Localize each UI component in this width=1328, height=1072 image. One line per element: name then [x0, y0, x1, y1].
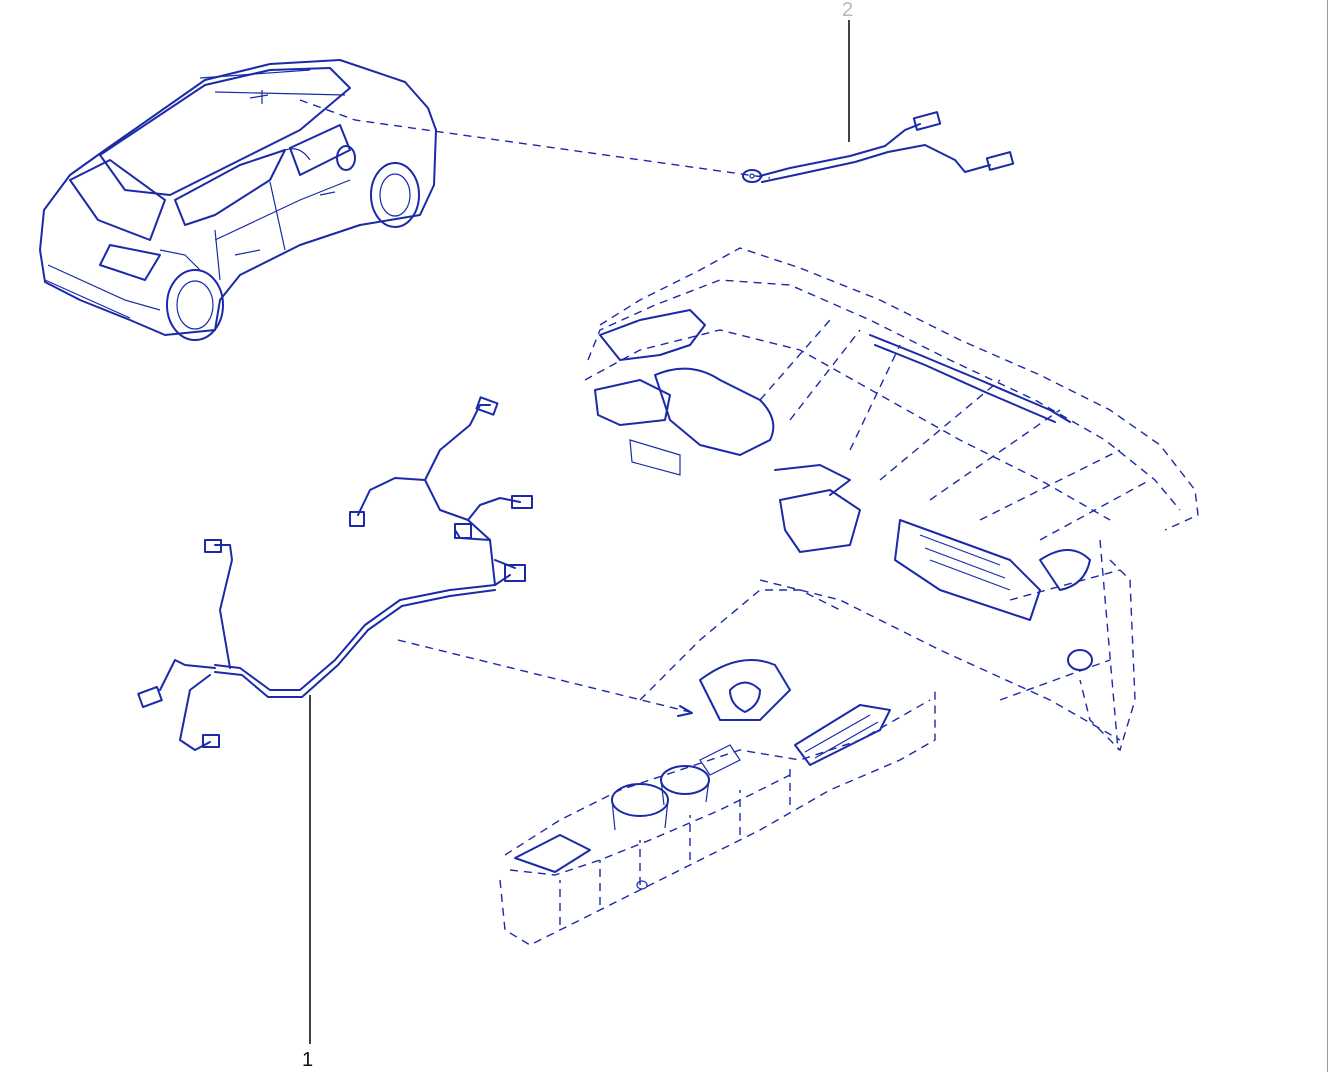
callout-1-label: 1: [302, 1049, 313, 1071]
ground-strap-harness: [742, 111, 1015, 183]
callout-2-label: 2: [842, 0, 853, 21]
callout-1: 1: [302, 695, 313, 1071]
console-wiring-harness: [137, 396, 693, 751]
callout-2: 2: [842, 0, 853, 142]
dashboard-console-assembly: [499, 247, 1199, 946]
vehicle-illustration: [39, 59, 771, 341]
